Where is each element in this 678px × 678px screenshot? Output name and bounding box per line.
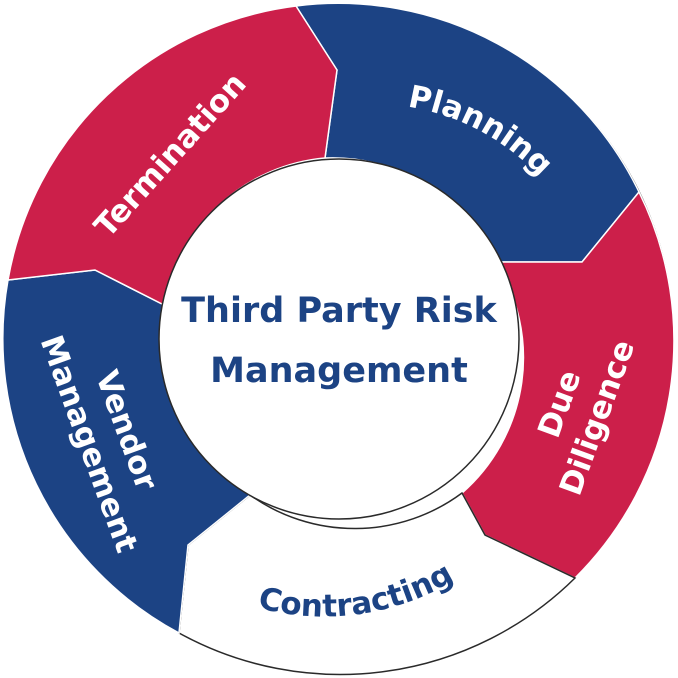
center-title-line2: Management [210,351,468,391]
center-hub [158,158,520,520]
center-title-line1: Third Party Risk [181,291,497,331]
segment-contracting [178,491,577,676]
